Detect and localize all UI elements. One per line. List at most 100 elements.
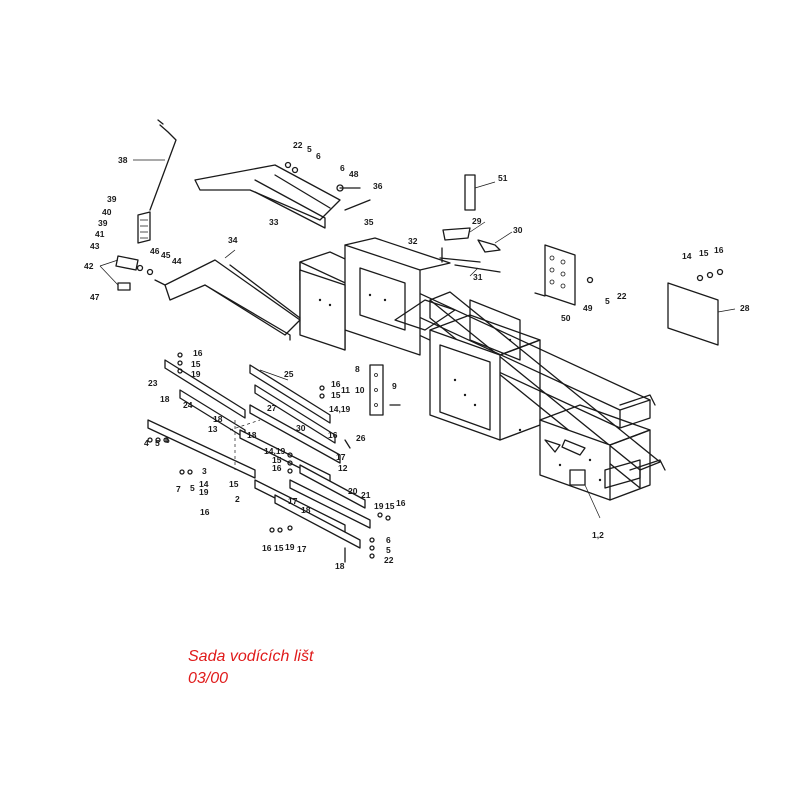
callout-4: 4 (144, 438, 149, 448)
perforated-plate (534, 244, 594, 306)
callout-5: 5 (307, 144, 312, 154)
callout-31: 31 (473, 272, 483, 282)
guide-rails (147, 352, 401, 563)
callout-30: 30 (513, 225, 523, 235)
callout-14: 14 (682, 251, 692, 261)
callout-42: 42 (84, 261, 94, 271)
callout-16: 16 (272, 463, 282, 473)
callout-18: 18 (301, 505, 311, 515)
callout-8: 8 (355, 364, 360, 374)
callout-22: 22 (384, 555, 394, 565)
lever-assembly (115, 119, 177, 291)
callout-35: 35 (364, 217, 374, 227)
callout-3: 3 (202, 466, 207, 476)
callout-16: 16 (262, 543, 272, 553)
callout-12: 12 (338, 463, 348, 473)
callout-48: 48 (349, 169, 359, 179)
callout-38: 38 (118, 155, 128, 165)
callout-24: 24 (183, 400, 193, 410)
leader-lines (99, 159, 736, 519)
callout-19: 19 (285, 542, 295, 552)
callout-2: 2 (235, 494, 240, 504)
main-frame (299, 237, 666, 501)
callout-41: 41 (95, 229, 105, 239)
callout-16: 16 (193, 348, 203, 358)
plate-28 (667, 268, 724, 346)
callout-51: 51 (498, 173, 508, 183)
callout-34: 34 (228, 235, 238, 245)
callout-6: 6 (316, 151, 321, 161)
callout-15: 15 (385, 501, 395, 511)
callout-14-19: 14,19 (264, 446, 286, 456)
callout-16: 16 (396, 498, 406, 508)
callout-15: 15 (272, 455, 282, 465)
callout-19: 19 (191, 369, 201, 379)
callout-50: 50 (561, 313, 571, 323)
callout-16: 16 (714, 245, 724, 255)
callout-14-19: 14,19 (329, 404, 351, 414)
callout-40: 40 (102, 207, 112, 217)
callout-13: 13 (208, 424, 218, 434)
callout-19: 19 (374, 501, 384, 511)
callout-6: 6 (165, 435, 170, 445)
callout-15: 15 (331, 390, 341, 400)
callout-7: 7 (176, 484, 181, 494)
callout-23: 23 (148, 378, 158, 388)
callout-47: 47 (90, 292, 100, 302)
callout-5: 5 (605, 296, 610, 306)
callout-39: 39 (98, 218, 108, 228)
callout-11: 11 (341, 385, 350, 395)
callout-14: 14 (199, 479, 209, 489)
callout-15: 15 (229, 479, 239, 489)
hinge-parts (439, 174, 501, 273)
callout-21: 21 (361, 490, 371, 500)
callout-9: 9 (392, 381, 397, 391)
callout-43: 43 (90, 241, 100, 251)
caption-code: 03/00 (188, 670, 229, 687)
callout-16: 16 (331, 379, 341, 389)
callout-16: 16 (200, 507, 210, 517)
callout-26: 26 (356, 433, 366, 443)
callout-17: 17 (336, 452, 346, 462)
callout-6: 6 (340, 163, 345, 173)
callout-labels: 38 39 40 39 41 43 42 47 46 45 44 34 22 5… (84, 140, 750, 571)
callout-29: 29 (472, 216, 482, 226)
callout-46: 46 (150, 246, 160, 256)
callout-1-2: 1,2 (592, 530, 604, 540)
callout-18: 18 (335, 561, 345, 571)
callout-39: 39 (107, 194, 117, 204)
callout-20: 20 (348, 486, 358, 496)
callout-30: 30 (296, 423, 306, 433)
callout-44: 44 (172, 256, 182, 266)
callout-18: 18 (247, 430, 257, 440)
callout-25: 25 (284, 369, 294, 379)
callout-10: 10 (355, 385, 365, 395)
callout-45: 45 (161, 250, 171, 260)
callout-5: 5 (190, 483, 195, 493)
callout-17: 17 (288, 496, 298, 506)
callout-33: 33 (269, 217, 279, 227)
callout-5: 5 (155, 438, 160, 448)
callout-15: 15 (699, 248, 709, 258)
callout-17: 17 (297, 544, 307, 554)
callout-27: 27 (267, 403, 277, 413)
callout-16: 16 (328, 430, 338, 440)
callout-36: 36 (373, 181, 383, 191)
callout-22: 22 (293, 140, 303, 150)
bolts-upper (284, 161, 371, 211)
caption: Sada vodících lišt 03/00 (188, 646, 313, 690)
callout-22: 22 (617, 291, 627, 301)
callout-28: 28 (740, 303, 750, 313)
callout-18: 18 (160, 394, 170, 404)
caption-title: Sada vodících lišt (188, 648, 314, 665)
callout-15: 15 (191, 359, 201, 369)
callout-18: 18 (213, 414, 223, 424)
callout-32: 32 (408, 236, 418, 246)
upper-bracket (164, 164, 341, 341)
callout-5: 5 (386, 545, 391, 555)
callout-19: 19 (199, 487, 209, 497)
callout-49: 49 (583, 303, 593, 313)
callout-6: 6 (386, 535, 391, 545)
callout-15: 15 (274, 543, 284, 553)
